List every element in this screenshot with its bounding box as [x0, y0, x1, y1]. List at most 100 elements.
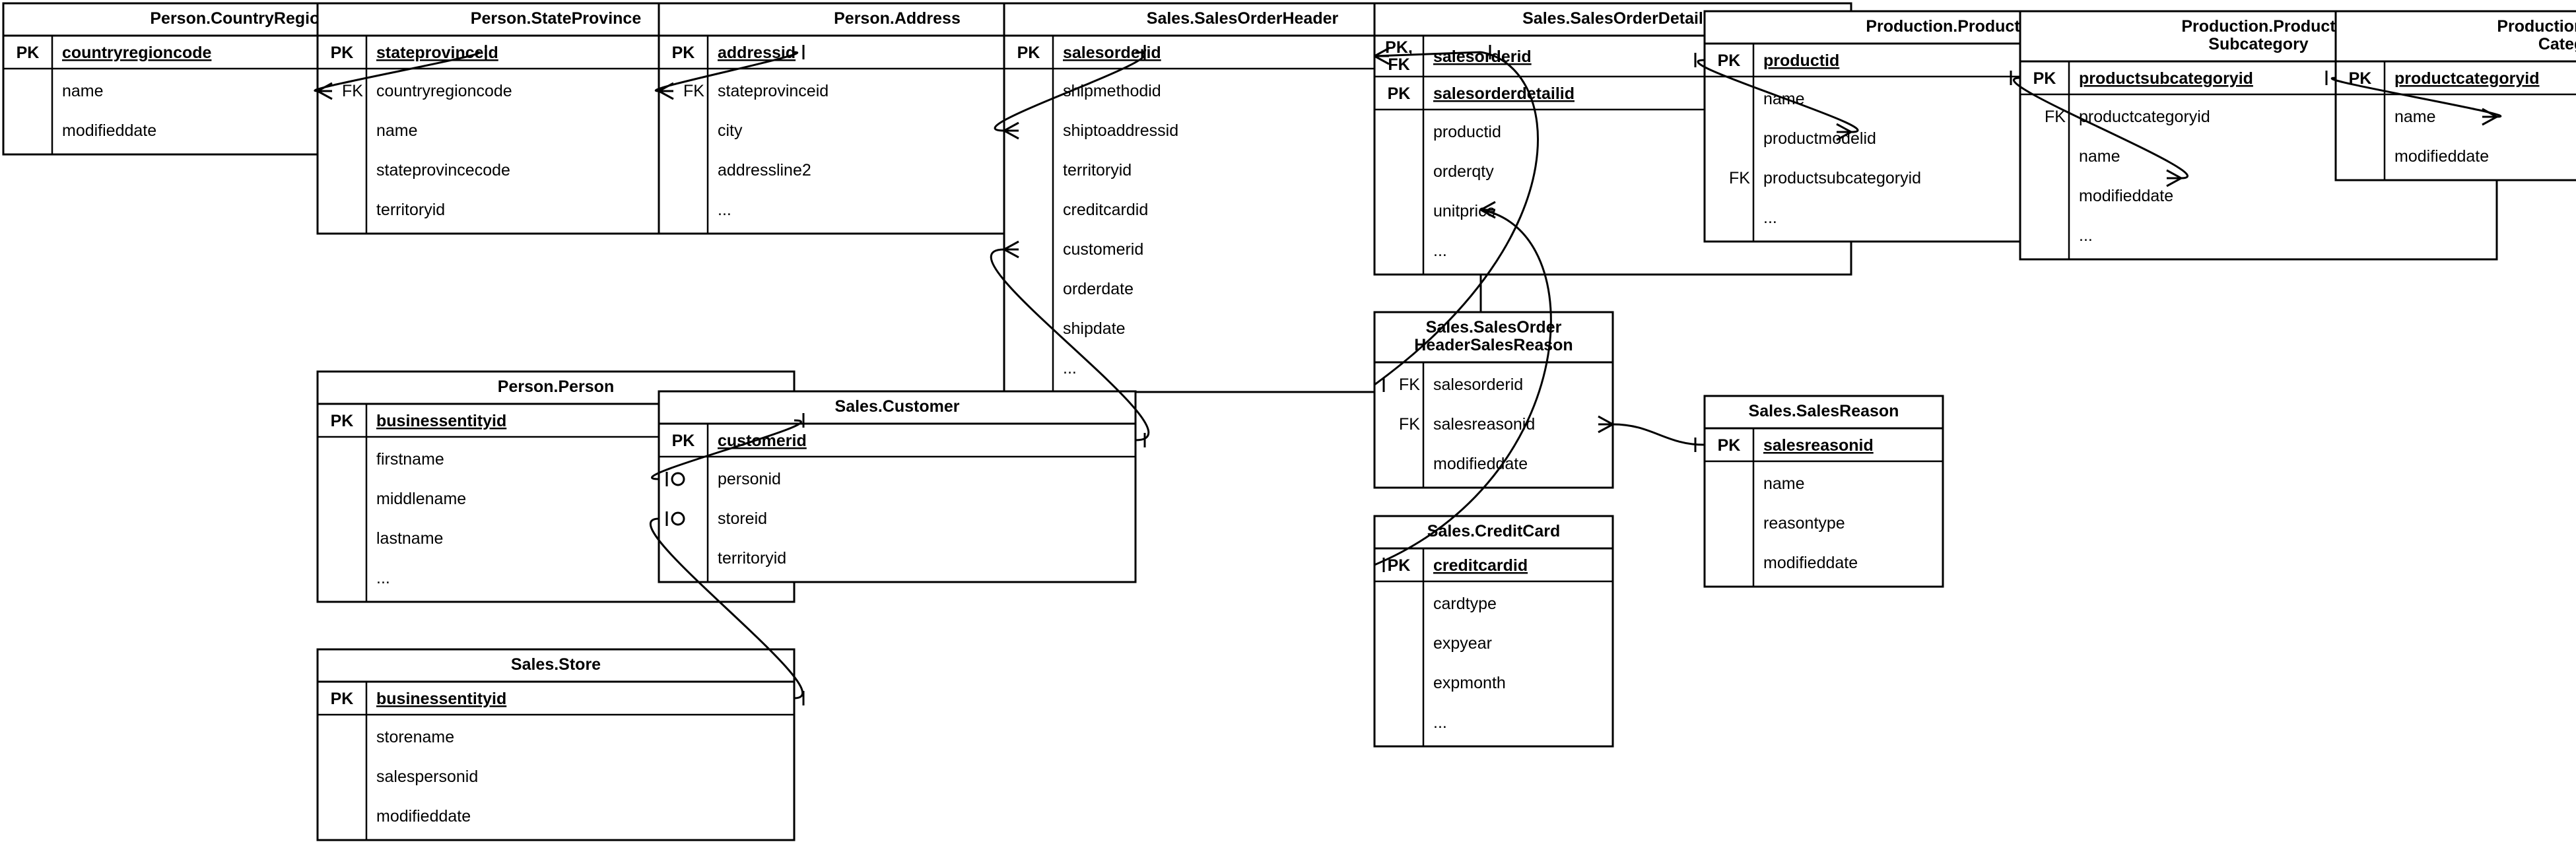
relationship-line — [1374, 209, 1552, 566]
column-name: middlename — [376, 490, 466, 508]
fk-label: FK — [342, 82, 363, 100]
column-name: countryregioncode — [376, 82, 512, 100]
key-label: FK — [1388, 55, 1409, 74]
marker-many — [2166, 169, 2182, 179]
pk-column-name: businessentityid — [376, 412, 506, 430]
pk-column-name: creditcardid — [1433, 556, 1528, 575]
column-name: modifieddate — [2394, 147, 2489, 166]
column-name: ... — [1763, 209, 1777, 227]
relationship-productcategory-to-productsubcategory — [2325, 71, 2501, 126]
column-name: ... — [2079, 226, 2093, 245]
relationship-customer-to-salesorderheader — [990, 240, 1150, 447]
pk-column-name: productid — [1763, 51, 1839, 70]
pk-column-name: countryregioncode — [62, 44, 212, 62]
marker-zero — [671, 472, 685, 486]
entity-table-productcategory: Production.ProductCategoryPKproductcateg… — [2334, 10, 2576, 181]
key-label: PK — [331, 44, 354, 62]
key-label: PK — [1718, 51, 1741, 70]
column-name: salesorderid — [1433, 375, 1523, 394]
column-name: personid — [718, 470, 781, 488]
table-title: Sales.Store — [511, 655, 601, 674]
table-border — [2334, 10, 2576, 181]
fk-label: FK — [1399, 375, 1420, 394]
marker-many — [1374, 55, 1390, 65]
table-title: Sales.SalesOrderHeader — [1147, 9, 1339, 28]
relationship-line — [650, 517, 803, 700]
column-name: territoryid — [718, 549, 786, 568]
column-name: productsubcategoryid — [1763, 169, 1921, 187]
marker-many — [317, 82, 333, 92]
column-name: ... — [1433, 713, 1447, 732]
relationship-productsubcategory-to-product — [2010, 71, 2189, 187]
relationship-line — [1374, 51, 1540, 386]
table-title: Production.Product — [2181, 17, 2336, 36]
column-name: modifieddate — [376, 807, 471, 826]
column-name: lastname — [376, 529, 443, 548]
column-name: storename — [376, 728, 454, 746]
relationship-salesreason-to-headersalesreason — [1598, 415, 1705, 452]
relationship-salesorderheader-to-headersalesreason — [1374, 51, 1540, 392]
column-name: ... — [718, 201, 731, 219]
column-name: productcategoryid — [2079, 108, 2210, 126]
relationship-line — [2012, 77, 2189, 179]
relationship-line — [1374, 51, 1481, 57]
key-label: PK — [1718, 436, 1741, 455]
marker-many — [1480, 209, 1496, 219]
table-title: HeaderSalesReason — [1414, 336, 1573, 354]
marker-many — [1480, 201, 1496, 211]
pk-column-name: productsubcategoryid — [2079, 69, 2253, 88]
marker-many — [1003, 129, 1019, 140]
marker-many — [1836, 123, 1852, 133]
marker-many — [2166, 177, 2182, 187]
table-title: Category — [2538, 35, 2576, 53]
column-name: shipmethodid — [1063, 82, 1161, 100]
table-title: Production.Product — [2497, 17, 2576, 36]
relationship-line — [1612, 423, 1705, 446]
relationship-line — [994, 51, 1146, 132]
fk-label: FK — [683, 82, 704, 100]
table-title: Person.StateProvince — [471, 9, 642, 28]
column-name: city — [718, 121, 743, 140]
table-title: Person.Address — [834, 9, 961, 28]
table-title: Person.Person — [498, 377, 614, 396]
pk-column-name: productcategoryid — [2394, 69, 2539, 88]
column-name: ... — [1433, 242, 1447, 260]
column-name: customerid — [1063, 240, 1143, 259]
marker-many — [317, 90, 333, 100]
marker-many — [1598, 415, 1613, 426]
column-name: creditcardid — [1063, 201, 1148, 219]
column-name: expyear — [1433, 634, 1492, 653]
column-name: expmonth — [1433, 674, 1506, 692]
relationship-salesorderheader-to-creditcard — [1374, 201, 1552, 572]
marker-many — [1836, 131, 1852, 141]
column-name: name — [2394, 108, 2436, 126]
column-name: stateprovincecode — [376, 161, 510, 179]
column-name: modifieddate — [1433, 455, 1528, 473]
pk-column-name: businessentityid — [376, 690, 506, 708]
column-name: stateprovinceid — [718, 82, 829, 100]
relationship-person-to-customer — [651, 413, 805, 486]
column-name: orderqty — [1433, 162, 1494, 181]
relationship-product-to-salesorderdetail — [1694, 53, 1859, 141]
relationship-line — [651, 419, 802, 480]
entity-table-soh_salesreason: Sales.SalesOrderHeaderSalesReasonsalesor… — [1373, 311, 1614, 489]
marker-many — [1003, 121, 1019, 132]
marker-many — [658, 82, 674, 92]
table-title: Person.CountryRegion — [150, 9, 329, 28]
relationship-line — [990, 248, 1150, 441]
table-border — [1373, 311, 1614, 489]
column-name: orderdate — [1063, 280, 1134, 298]
pk-column-name: addressid — [718, 44, 796, 62]
column-name: productmodelid — [1763, 129, 1876, 148]
column-name: shipdate — [1063, 319, 1126, 338]
marker-many — [2482, 115, 2497, 126]
marker-many — [1003, 240, 1019, 251]
key-label: PK — [331, 412, 354, 430]
pk-column-name: salesorderid — [1433, 48, 1532, 66]
table-title: Sales.CreditCard — [1427, 522, 1560, 540]
